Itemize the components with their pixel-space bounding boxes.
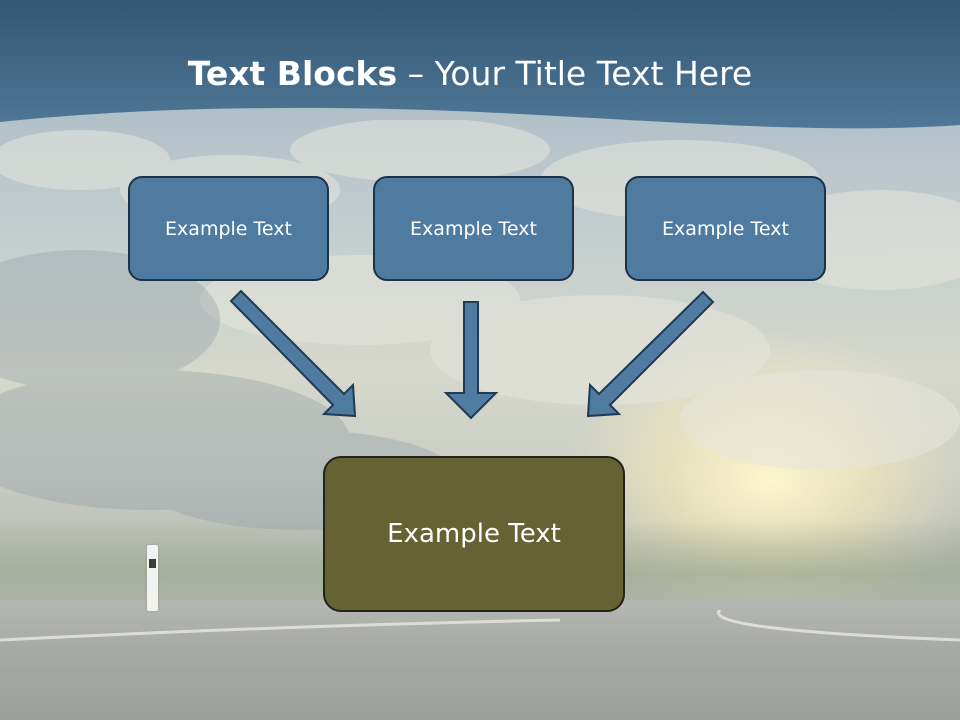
title-regular-part: Your Title Text Here	[434, 54, 753, 93]
road	[0, 600, 960, 720]
road-edge-line	[0, 610, 960, 642]
block-2-label: Example Text	[410, 217, 537, 240]
block-3-label: Example Text	[662, 217, 789, 240]
example-text-block-main[interactable]: Example Text	[323, 456, 625, 612]
arrow-left-icon	[229, 289, 357, 418]
title-banner	[0, 0, 960, 129]
example-text-block-3[interactable]: Example Text	[625, 176, 826, 281]
title-dash: –	[397, 54, 435, 93]
arrow-down-icon	[443, 301, 499, 420]
example-text-block-2[interactable]: Example Text	[373, 176, 574, 281]
road-marker-post	[147, 545, 158, 611]
example-text-block-1[interactable]: Example Text	[128, 176, 329, 281]
slide-title: Text Blocks – Your Title Text Here	[0, 54, 940, 93]
main-block-label: Example Text	[387, 519, 561, 549]
arrow-right-icon	[586, 290, 715, 418]
block-1-label: Example Text	[165, 217, 292, 240]
title-bold-part: Text Blocks	[187, 54, 398, 93]
